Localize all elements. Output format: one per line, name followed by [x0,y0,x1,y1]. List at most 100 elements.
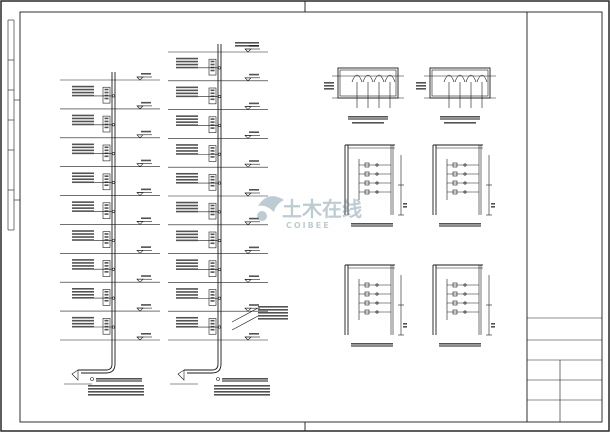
label-stroke [210,239,215,242]
label-stroke [258,315,288,317]
label-stroke [416,82,426,84]
floor-level [60,275,160,306]
meter-icon [452,171,458,177]
label-stroke [403,206,407,208]
valve-icon [375,301,379,305]
label-stroke [214,385,270,387]
meter-box [208,260,217,277]
valve-icon [112,296,116,300]
valve-icon [218,66,222,70]
label-stroke [351,343,393,345]
elevation-marker-icon [244,163,252,168]
floor-level [60,304,160,335]
floor-level [168,304,268,335]
valve-icon [218,325,222,329]
label-stroke [210,98,215,101]
elevation-marker-icon [244,106,252,111]
label-stroke [491,206,495,208]
label-stroke [176,63,198,66]
valve-icon [463,310,467,314]
label-stroke [104,210,109,212]
label-stroke [210,121,215,123]
inlet-pipe [187,354,222,374]
valve-icon [218,296,222,300]
label-stroke [176,325,198,328]
label-stroke [72,181,94,184]
label-stroke [104,149,109,152]
label-stroke [176,60,198,63]
label-stroke [72,322,94,325]
valve-icon [218,123,222,127]
inner-frame [19,11,603,423]
label-stroke [176,322,198,325]
label-stroke [104,262,109,264]
label-stroke [88,391,144,393]
label-stroke [104,184,109,186]
meter-box [102,318,111,335]
label-stroke [176,288,198,290]
label-stroke [141,304,151,306]
floor-level [60,246,160,277]
label-stroke [176,268,198,270]
label-stroke [439,343,481,345]
label-stroke [249,246,259,249]
watermark-logo-icon [257,196,284,221]
label-stroke [72,210,94,212]
label-stroke [210,204,215,207]
valve-icon [463,181,467,185]
label-stroke [176,239,198,242]
label-stroke [104,239,109,241]
label-stroke [403,326,407,328]
label-stroke [249,304,259,306]
meter-box [208,87,217,105]
valve-icon [375,292,379,296]
meter-dial-icon [454,74,466,83]
label-stroke [258,306,288,308]
label-stroke [72,207,94,209]
meter-section-detail [432,144,495,227]
label-stroke [210,118,215,120]
elevation-marker-icon [136,336,144,341]
label-stroke [249,333,259,335]
label-stroke [210,95,215,98]
label-stroke [176,172,198,175]
label-stroke [176,95,198,98]
valve-icon [375,310,379,314]
elevation-marker-icon [244,279,252,283]
label-stroke [72,143,94,146]
title-block [526,12,602,422]
label-stroke [210,153,215,155]
label-stroke [88,385,144,387]
label-stroke [72,178,94,181]
valve-icon [112,267,116,271]
label-stroke [104,233,109,235]
meter-icon [364,291,370,297]
label-stroke [72,325,94,328]
meter-icon [452,180,458,186]
meter-box [102,231,111,248]
label-stroke [249,102,259,105]
label-stroke [210,178,215,181]
label-stroke [235,42,259,44]
meter-dial-icon [443,74,455,83]
label-stroke [72,236,94,238]
inlet-pipe [78,354,113,371]
label-stroke [235,45,259,47]
inlet-pipe [81,354,116,374]
floor-level [168,102,268,133]
label-stroke [439,223,481,225]
floor-level [60,130,160,162]
label-stroke [141,217,151,220]
floor-level [60,188,160,219]
elevation-marker-icon [136,192,144,196]
label-stroke [72,233,94,235]
valve-icon [218,267,222,271]
riser-diagram-middle [168,42,288,396]
label-stroke [141,275,151,277]
meter-icon [364,171,370,177]
label-stroke [176,262,198,264]
label-stroke [72,88,94,91]
valve-icon [112,94,116,98]
elevation-marker-icon [136,221,144,225]
binding-strip [7,19,20,231]
